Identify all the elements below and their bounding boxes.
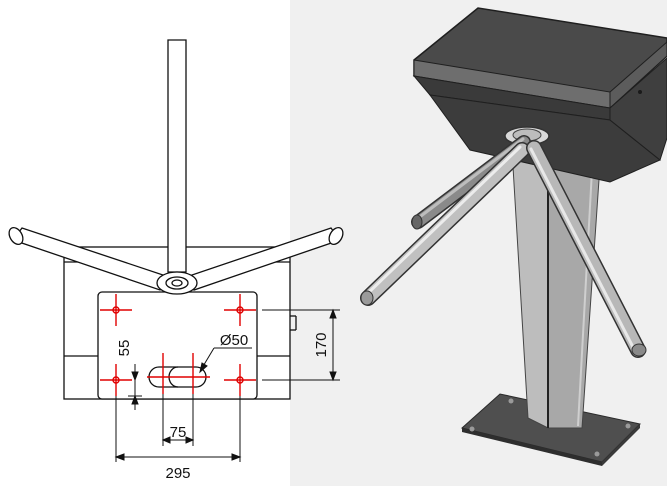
dimension-lines [114,308,340,462]
key-lock [638,90,642,94]
mounting-hole [224,294,256,326]
slot-centerline [147,353,210,394]
dim-170: 170 [313,332,330,357]
tripod-arms [360,135,647,358]
hub [156,271,198,295]
mounting-holes [100,294,256,396]
top-view-drawing [8,39,344,400]
mounting-hole [100,294,132,326]
mounting-hole [100,364,132,396]
bolt-hole [469,426,475,432]
mounting-hole [224,364,256,396]
dim-55: 55 [116,340,133,357]
bolt-hole [625,423,631,429]
dimension-labels: 295 75 170 55 Ø50 [116,332,330,482]
dim-75: 75 [170,424,187,441]
bolt-hole [508,398,514,404]
bolt-hole [594,451,600,457]
dim-295: 295 [165,465,190,482]
arm-left [8,226,167,291]
dim-diameter-50: Ø50 [220,332,248,349]
turnstile-3d-render [290,0,667,486]
arm-vertical [167,39,187,273]
